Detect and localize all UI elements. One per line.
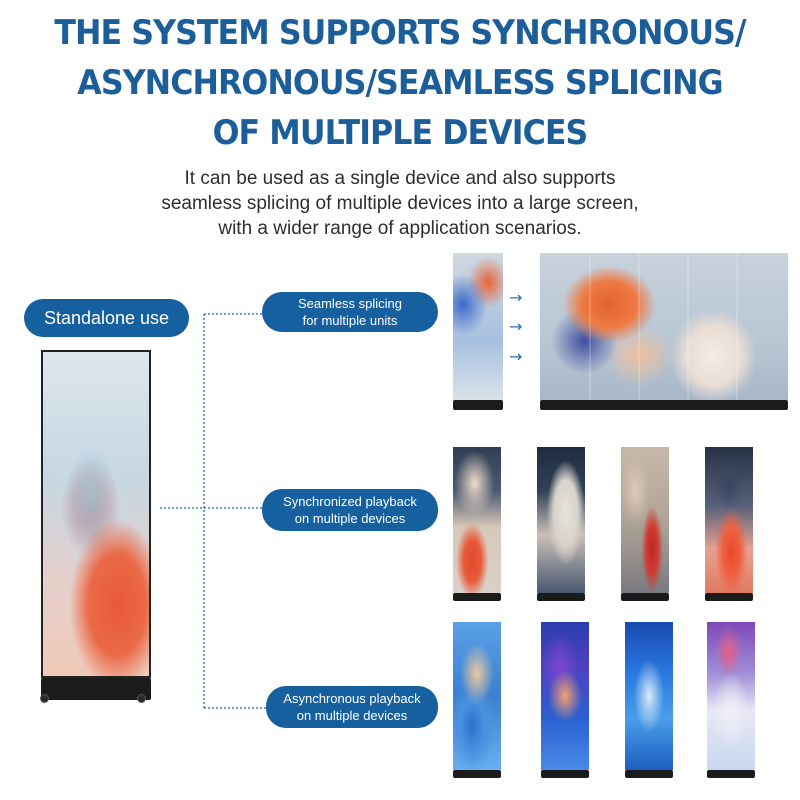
sync-screen-1 — [453, 447, 501, 593]
synchronized-playback-label: Synchronized playback on multiple device… — [262, 489, 438, 531]
standalone-wheel-right — [137, 694, 146, 703]
title-line-3: OF MULTIPLE DEVICES — [212, 113, 589, 153]
async-screen-1 — [453, 622, 501, 770]
arrow-right-icon: → — [509, 317, 523, 336]
async-screen-4 — [707, 622, 755, 770]
seamless-label-line-1: Seamless splicing — [297, 296, 403, 311]
sync-label-line-1: Synchronized playback — [283, 494, 417, 509]
sync-stand-2 — [537, 593, 585, 601]
async-label-line-1: Asynchronous playback — [283, 691, 421, 706]
standalone-screen — [41, 350, 151, 678]
sync-screen-2 — [537, 447, 585, 593]
standalone-label: Standalone use — [24, 299, 189, 337]
async-stand-1 — [453, 770, 501, 778]
async-label-line-2: on multiple devices — [296, 708, 408, 723]
asynchronous-playback-label: Asynchronous playback on multiple device… — [266, 686, 438, 728]
seamless-splicing-label: Seamless splicing for multiple units — [262, 292, 438, 332]
async-screen-3 — [625, 622, 673, 770]
sync-stand-3 — [621, 593, 669, 601]
sync-screen-3 — [621, 447, 669, 593]
arrow-right-icon: → — [509, 347, 523, 366]
standalone-stand — [41, 678, 151, 700]
page-title: THE SYSTEM SUPPORTS SYNCHRONOUS/ ASYNCHR… — [28, 8, 772, 158]
seamless-combined-stand — [540, 400, 788, 410]
title-line-2: ASYNCHRONOUS/SEAMLESS SPLICING — [77, 63, 723, 103]
async-stand-2 — [541, 770, 589, 778]
sync-label-line-2: on multiple devices — [294, 511, 406, 526]
arrow-right-icon: → — [509, 288, 523, 307]
seamless-label-line-2: for multiple units — [302, 313, 398, 328]
standalone-wheel-left — [40, 694, 49, 703]
subtitle-line-1: It can be used as a single device and al… — [184, 168, 616, 189]
standalone-label-text: Standalone use — [43, 307, 170, 328]
async-screen-2 — [541, 622, 589, 770]
seamless-combined-screen — [540, 253, 788, 400]
seamless-single-stand — [453, 400, 503, 410]
sync-stand-4 — [705, 593, 753, 601]
async-stand-3 — [625, 770, 673, 778]
subtitle-line-2: seamless splicing of multiple devices in… — [161, 193, 639, 214]
sync-screen-4 — [705, 447, 753, 593]
sync-stand-1 — [453, 593, 501, 601]
subtitle-line-3: with a wider range of application scenar… — [218, 218, 582, 239]
page-subtitle: It can be used as a single device and al… — [0, 166, 800, 241]
seamless-single-screen — [453, 253, 503, 400]
async-stand-4 — [707, 770, 755, 778]
title-line-1: THE SYSTEM SUPPORTS SYNCHRONOUS/ — [54, 13, 746, 53]
seamless-seams — [589, 253, 738, 400]
